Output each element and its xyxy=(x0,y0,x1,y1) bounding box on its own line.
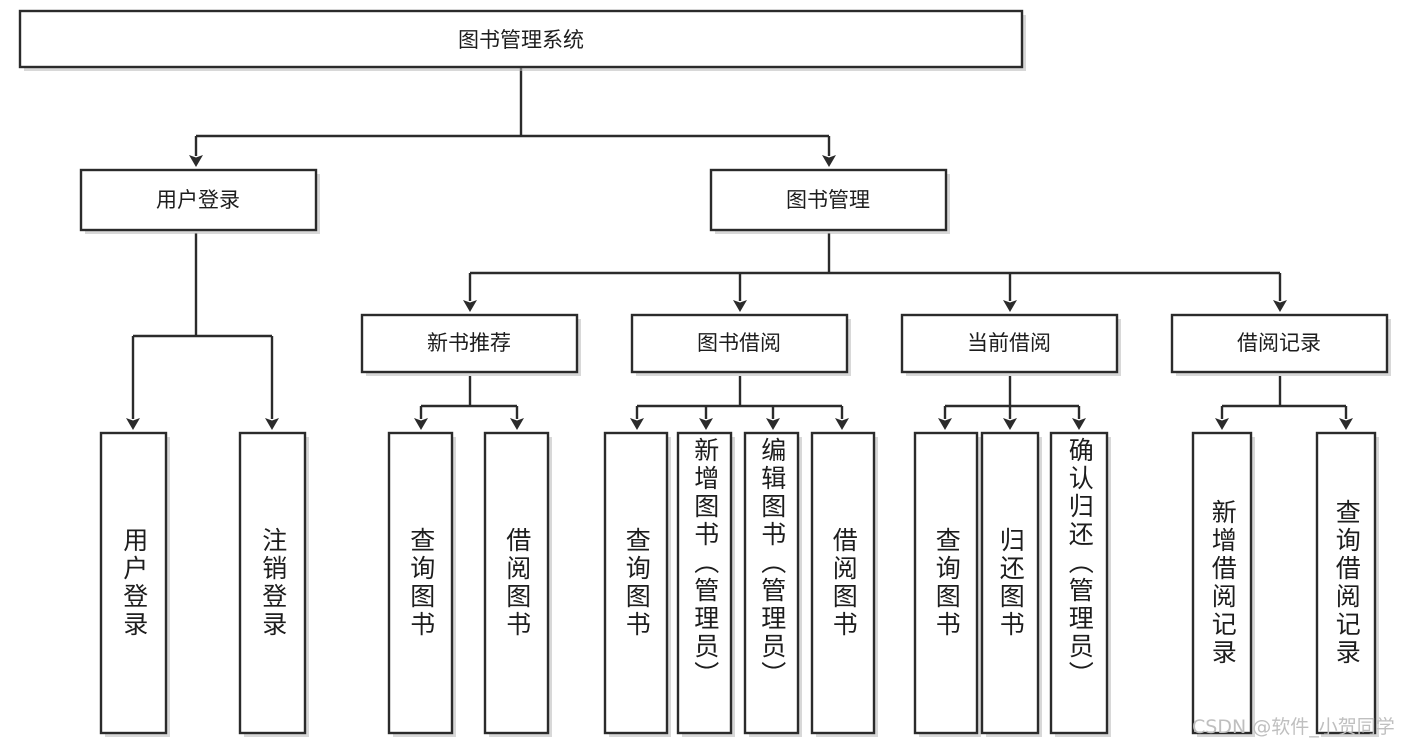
node-current-borrow[interactable]: 当前借阅 xyxy=(900,313,1121,376)
new-book-recommend-label: 新书推荐 xyxy=(427,331,511,355)
leaf-user-logout-box xyxy=(238,431,307,735)
node-borrow-record[interactable]: 借阅记录 xyxy=(1170,313,1391,376)
book-borrow-box xyxy=(630,313,849,374)
node-leaf-query-book-2[interactable] xyxy=(603,431,671,737)
node-leaf-borrow-book-1[interactable] xyxy=(483,431,552,737)
watermark: CSDN @软件_小贺同学 xyxy=(1192,716,1395,738)
borrow-record-box xyxy=(1170,313,1389,374)
leaf-add-book-box xyxy=(676,431,733,735)
node-leaf-query-record[interactable] xyxy=(1315,431,1379,737)
leaf-user-login-box xyxy=(99,431,168,735)
current-borrow-box xyxy=(900,313,1119,374)
node-leaf-borrow-book-2[interactable] xyxy=(810,431,878,737)
leaf-query-book-2-box xyxy=(603,431,669,735)
node-root[interactable]: 图书管理系统 xyxy=(18,9,1026,71)
node-leaf-query-book-1[interactable] xyxy=(387,431,456,737)
root-box xyxy=(18,9,1024,69)
leaf-add-record-box xyxy=(1191,431,1253,735)
user-login-label: 用户登录 xyxy=(156,188,240,212)
book-management-label: 图书管理 xyxy=(786,188,870,212)
node-leaf-add-record[interactable] xyxy=(1191,431,1255,737)
leaf-boxes-layer xyxy=(99,431,1379,737)
node-leaf-confirm-return[interactable] xyxy=(1049,431,1111,737)
borrow-record-label: 借阅记录 xyxy=(1237,331,1321,355)
node-leaf-edit-book[interactable] xyxy=(743,431,802,737)
current-borrow-label: 当前借阅 xyxy=(967,331,1051,355)
new-book-recommend-box xyxy=(360,313,579,374)
leaf-borrow-book-2-box xyxy=(810,431,876,735)
leaf-return-book-box xyxy=(980,431,1040,735)
leaf-query-book-1-box xyxy=(387,431,454,735)
node-leaf-query-book-3[interactable] xyxy=(913,431,981,737)
root-label: 图书管理系统 xyxy=(458,28,584,52)
leaf-borrow-book-1-box xyxy=(483,431,550,735)
leaf-confirm-return-box xyxy=(1049,431,1109,735)
leaf-query-book-3-box xyxy=(913,431,979,735)
book-management-box xyxy=(709,168,948,232)
edges-layer xyxy=(126,68,1353,430)
node-leaf-user-login[interactable] xyxy=(99,431,170,737)
node-leaf-add-book[interactable] xyxy=(676,431,735,737)
node-book-borrow[interactable]: 图书借阅 xyxy=(630,313,851,376)
node-book-management[interactable]: 图书管理 xyxy=(709,168,950,234)
node-user-login[interactable]: 用户登录 xyxy=(79,168,320,234)
leaf-edit-book-box xyxy=(743,431,800,735)
node-new-book-recommend[interactable]: 新书推荐 xyxy=(360,313,581,376)
leaf-query-record-box xyxy=(1315,431,1377,735)
book-borrow-label: 图书借阅 xyxy=(697,331,781,355)
node-leaf-return-book[interactable] xyxy=(980,431,1042,737)
node-leaf-user-logout[interactable] xyxy=(238,431,309,737)
user-login-box xyxy=(79,168,318,232)
